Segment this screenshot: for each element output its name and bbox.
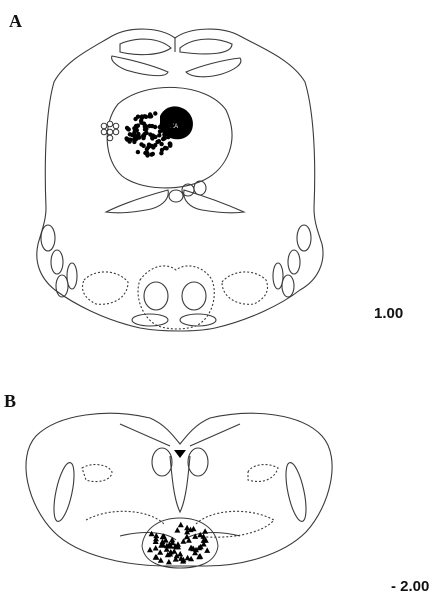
labeled-cell-dot: [151, 152, 155, 156]
ventral-base-b: [120, 533, 240, 540]
dorsal-lobe-right-a: [180, 39, 232, 54]
labeled-cell-dot: [124, 136, 128, 140]
ventral-lobe-right-a: [182, 282, 206, 310]
ventrolateral-dashed-right-a: [222, 272, 268, 304]
ventral-loop-1-a: [169, 190, 183, 202]
lateral-band-left-b: [50, 461, 78, 523]
labeled-cell-dot: [141, 144, 145, 148]
labeled-cell-dot: [134, 137, 138, 141]
aqueduct-stem-b: [170, 456, 190, 512]
labeled-cell-triangle: [158, 557, 164, 563]
labeled-cell-dot: [132, 132, 136, 136]
labeled-cell-triangle: [174, 527, 180, 533]
dorsal-band-right-a: [186, 58, 241, 77]
section-b-outline: [26, 413, 332, 566]
tectal-ellipse-right-b: [188, 448, 208, 476]
labeled-cell-dot: [168, 141, 172, 145]
open-cell-circle: [113, 123, 119, 129]
labeled-cell-dot: [153, 143, 157, 147]
ventral-pyramid-right-a: [180, 314, 216, 326]
labeled-cell-dot: [161, 128, 165, 132]
panel-letter-a: A: [9, 11, 22, 32]
lateral-ellipse-l1-a: [41, 225, 55, 251]
labeled-cell-triangle: [166, 559, 172, 565]
labeled-cell-dot: [142, 134, 146, 138]
labeled-cell-dot: [153, 135, 157, 139]
section-coordinate-b: - 2.00: [391, 578, 429, 595]
open-cell-circle: [113, 129, 119, 135]
open-cell-circle: [107, 135, 113, 141]
section-a: [37, 29, 323, 331]
labeled-cell-triangle: [153, 545, 159, 551]
labeled-cell-dot: [143, 124, 147, 128]
labeled-cell-dot: [164, 146, 168, 150]
labeled-cell-dot: [159, 142, 163, 146]
section-b: [26, 413, 332, 566]
labeled-cell-dot: [148, 112, 152, 116]
ventral-lobe-left-a: [144, 282, 168, 310]
labeled-cell-dot: [148, 132, 152, 136]
labeled-cell-triangle: [177, 551, 183, 557]
labeled-cell-dot: [133, 117, 137, 121]
labeled-cell-triangle: [149, 531, 155, 537]
lateral-ellipse-r2-a: [288, 250, 300, 274]
labeled-cell-dot: [125, 126, 129, 130]
labeled-cell-dot: [163, 119, 167, 123]
labeled-cell-dot: [162, 132, 166, 136]
panel-letter-b: B: [4, 391, 16, 412]
labeled-cell-dot: [139, 121, 143, 125]
dorsal-notch-b: [120, 424, 240, 446]
labeled-cell-dot: [144, 115, 148, 119]
labeled-cell-dot: [136, 150, 140, 154]
ventrolateral-dashed-left-a: [83, 272, 129, 304]
lateral-ellipse-l4-a: [67, 263, 77, 289]
open-cell-circle: [107, 129, 113, 135]
black-wedge-b: [174, 450, 186, 458]
labeled-cell-dot: [145, 153, 149, 157]
labeled-cell-dot: [162, 136, 166, 140]
lateral-ellipse-r4-a: [273, 263, 283, 289]
ventral-left-wing-a: [106, 190, 168, 213]
labeled-cell-dot: [128, 132, 132, 136]
section-a-outline: [37, 29, 323, 331]
open-cell-circle: [101, 129, 107, 135]
labeled-cell-dot: [165, 129, 169, 133]
labeled-cell-triangle: [175, 541, 181, 547]
labeled-cell-dot: [146, 145, 150, 149]
labeled-cell-dot: [153, 111, 157, 115]
labeled-cells-b: [147, 522, 210, 565]
labeled-cell-triangle: [147, 547, 153, 553]
labeled-cell-dot: [160, 123, 164, 127]
lateral-ellipse-r1-a: [297, 225, 311, 251]
labeled-cell-dot: [150, 124, 154, 128]
ventral-loop-3-a: [194, 181, 206, 195]
open-cell-circle: [107, 121, 113, 127]
labeled-cell-dot: [134, 124, 138, 128]
lateral-ellipse-r3-a: [282, 275, 294, 297]
lateral-ellipse-l3-a: [56, 275, 68, 297]
dashed-right-b: [248, 465, 278, 482]
labeled-cell-dot: [163, 115, 167, 119]
dashed-left-b: [82, 465, 112, 482]
dorsal-lobe-left-a: [120, 39, 171, 55]
labeled-cell-triangle: [169, 537, 175, 543]
section-coordinate-a: 1.00: [374, 305, 403, 322]
ventral-dashed-outline-a: [138, 266, 214, 329]
open-cells-a: [101, 121, 119, 141]
labeled-cell-triangle: [202, 528, 208, 534]
labeled-cell-dot: [166, 135, 170, 139]
labeled-cell-triangle: [204, 547, 210, 553]
lateral-band-right-b: [282, 461, 310, 523]
open-cell-circle: [101, 123, 107, 129]
labeled-cell-dot: [157, 133, 161, 137]
labeled-cell-triangle: [178, 522, 184, 528]
dorsal-band-left-a: [112, 56, 168, 76]
lateral-ellipse-l2-a: [51, 250, 63, 274]
tectal-ellipse-left-b: [152, 448, 172, 476]
